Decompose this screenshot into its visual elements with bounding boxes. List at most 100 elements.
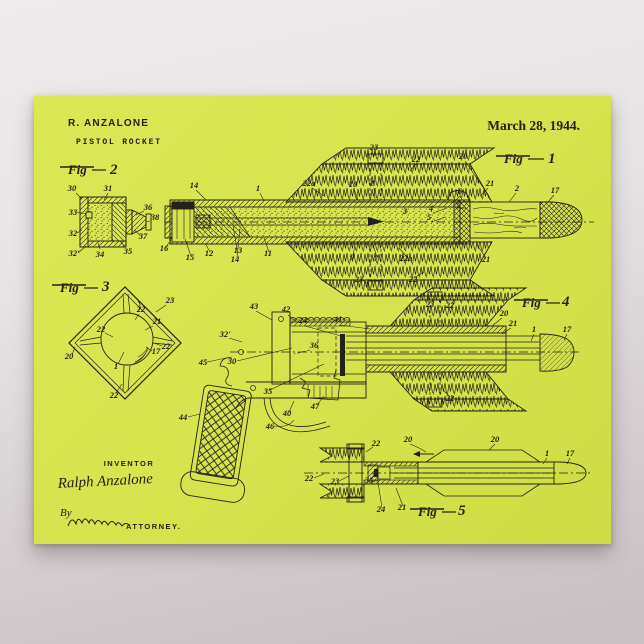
ref-number: 20 — [499, 308, 509, 318]
ref-number: 32' — [68, 248, 81, 258]
ref-number: 36 — [143, 202, 153, 212]
fig1-drawing: 14 1 22a 10 8 23 22 20 21 6 4 5 3 2 17 1… — [160, 142, 594, 297]
ref-number: 21 — [508, 318, 518, 328]
fin-top-far — [320, 147, 496, 165]
patent-drawing: R. ANZALONE PISTOL ROCKET March 28, 1944… — [52, 118, 594, 531]
inventor-signature: Ralph Anzalone — [56, 471, 153, 492]
ref-number: 4 — [428, 203, 433, 213]
svg-text:2: 2 — [109, 162, 118, 178]
spring-squiggle — [219, 357, 233, 387]
latch-collar — [447, 190, 471, 201]
nose-cap — [553, 461, 587, 485]
ref-number: 33 — [68, 207, 78, 217]
retainer-band-bottom — [427, 398, 443, 408]
ref-number: 32 — [68, 228, 78, 238]
ref-number: 21 — [485, 178, 495, 188]
ref-number: 37 — [138, 231, 148, 241]
ref-number: 22 — [136, 304, 146, 314]
rear-plate — [271, 311, 291, 385]
ref-number: 35 — [263, 386, 273, 396]
fin-bottom-near — [284, 241, 493, 281]
ref-number: 7 — [374, 253, 379, 263]
ref-number: 17 — [551, 185, 560, 195]
ref-number: 24 — [298, 315, 308, 325]
ref-number: 23 — [330, 476, 340, 486]
ref-number: 2 — [514, 183, 520, 193]
fin-spokes — [79, 293, 173, 392]
fin-bottom-far — [412, 398, 528, 412]
rocket-in-barrel — [346, 335, 540, 361]
ref-number: 22 — [411, 154, 421, 164]
ref-number: 10 — [349, 179, 358, 189]
patent-poster: R. ANZALONE PISTOL ROCKET March 28, 1944… — [34, 96, 611, 544]
ref-number: 30 — [67, 183, 77, 193]
ref-number: 21 — [481, 254, 491, 264]
ref-number: 14 — [231, 254, 240, 264]
fig5-label: Fig 5 — [410, 503, 466, 519]
fin-frame-inner — [74, 292, 176, 394]
ref-number: 15 — [186, 252, 195, 262]
ref-number: 1 — [545, 448, 549, 458]
ref-number: 14 — [190, 180, 199, 190]
svg-text:3: 3 — [101, 279, 110, 295]
fig2-label: Fig 2 — [60, 162, 118, 178]
ref-number: 23 — [369, 142, 379, 152]
ref-number: 23 — [354, 274, 364, 284]
ref-number: 22 — [371, 438, 381, 448]
rocket-body-front — [100, 312, 154, 366]
svg-text:Fig: Fig — [59, 280, 79, 295]
fin-top-near — [284, 163, 493, 203]
ref-number: 24 — [376, 504, 386, 514]
fin-chevron-bottom — [318, 483, 365, 499]
ref-number: 11 — [264, 248, 272, 258]
ref-number: 23 — [165, 295, 175, 305]
patent-date: March 28, 1944. — [487, 118, 580, 133]
ref-number: 1 — [256, 183, 260, 193]
attorney-caption: ATTORNEY. — [126, 522, 181, 531]
wood-grain — [472, 207, 538, 234]
by-label: By — [60, 507, 72, 519]
ref-number: 6 — [458, 186, 463, 196]
ref-number: 43 — [249, 301, 259, 311]
ref-number: 45 — [198, 357, 208, 367]
ref-number: 20 — [458, 151, 468, 161]
ref-number: 41 — [333, 314, 343, 324]
coupling — [453, 199, 471, 245]
svg-text:Fig: Fig — [503, 151, 523, 166]
ref-number: 35 — [364, 475, 374, 485]
receiver-box — [289, 321, 367, 385]
retainer-band-top — [427, 291, 443, 301]
fin-frame-outer — [68, 286, 182, 400]
ref-number: 44 — [178, 412, 188, 422]
fig3-drawing: 23 22 21 22 22 17 20 1 22 — [64, 286, 182, 400]
fin-ghost-outline — [425, 449, 541, 497]
ref-number: 1 — [532, 324, 536, 334]
ref-number: 17 — [563, 324, 572, 334]
propellant-stipple — [87, 202, 113, 242]
ref-number: 21 — [152, 316, 162, 326]
svg-text:5: 5 — [458, 503, 466, 519]
inventor-caption: INVENTOR — [104, 459, 155, 468]
fig2-drawing: 30 31 33 32 32' 34 35 37 36 38 — [67, 183, 160, 259]
ref-number: 20 — [490, 434, 500, 444]
patent-title: PISTOL ROCKET — [76, 138, 162, 147]
propellant-wedge — [194, 207, 250, 237]
ref-number: 47 — [310, 401, 320, 411]
ref-number: 31 — [103, 183, 113, 193]
ref-number: 32' — [219, 329, 232, 339]
ref-number: 35 — [123, 246, 133, 256]
ref-number: 3 — [402, 206, 408, 216]
fig1-label: Fig 1 — [496, 151, 556, 167]
ref-number: 22 — [445, 300, 455, 310]
fig4-label: Fig 4 — [514, 294, 570, 310]
ref-number: 16 — [160, 243, 169, 253]
ref-number: 22a — [399, 253, 414, 263]
ref-number: 38 — [150, 212, 160, 222]
ref-number: 20 — [403, 434, 413, 444]
nose-cap — [539, 333, 575, 372]
ref-number: 5 — [427, 212, 432, 222]
ref-number: 22 — [445, 393, 455, 403]
nozzle-stub — [125, 209, 133, 235]
ref-number: 22 — [96, 324, 106, 334]
